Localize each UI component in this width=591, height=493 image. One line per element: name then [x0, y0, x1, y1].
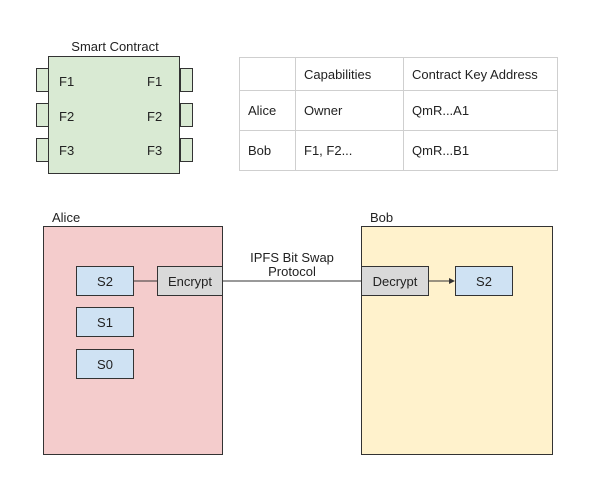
table-cell: QmR...A1	[403, 90, 558, 131]
protocol-label-line-1: IPFS Bit Swap	[250, 250, 334, 265]
table-cell: Bob	[239, 130, 296, 171]
table-row: Bob F1, F2... QmR...B1	[239, 130, 558, 171]
table-cell: Alice	[239, 90, 296, 131]
table-header-cell	[239, 57, 296, 91]
table-cell: QmR...B1	[403, 130, 558, 171]
smart-contract-title: Smart Contract	[71, 39, 159, 54]
bob-container	[361, 226, 553, 455]
table-row: Alice Owner QmR...A1	[239, 90, 558, 131]
table-header-cell: Contract Key Address	[403, 57, 558, 91]
table-cell: F1, F2...	[295, 130, 404, 171]
bob-label: Bob	[370, 210, 394, 225]
contract-port-right-1	[180, 68, 193, 92]
smart-contract-box	[48, 56, 180, 174]
encrypt-box: Encrypt	[157, 266, 223, 296]
contract-function-right: F1	[147, 74, 163, 89]
secret-s0-box: S0	[76, 349, 134, 379]
capabilities-table: Capabilities Contract Key Address Alice …	[239, 57, 558, 171]
contract-function-left: F2	[59, 109, 75, 124]
protocol-label: IPFS Bit Swap Protocol	[240, 251, 344, 279]
arrowhead-icon	[449, 278, 455, 284]
contract-function-right: F2	[147, 109, 163, 124]
contract-port-right-3	[180, 138, 193, 162]
table-cell: Owner	[295, 90, 404, 131]
secret-s1-box: S1	[76, 307, 134, 337]
contract-function-left: F1	[59, 74, 75, 89]
contract-function-left: F3	[59, 143, 75, 158]
alice-label: Alice	[52, 210, 81, 225]
contract-function-right: F3	[147, 143, 163, 158]
alice-container	[43, 226, 223, 455]
contract-port-right-2	[180, 103, 193, 127]
decrypt-box: Decrypt	[361, 266, 429, 296]
protocol-label-line-2: Protocol	[268, 264, 316, 279]
table-header-row: Capabilities Contract Key Address	[239, 57, 558, 91]
secret-s2-box: S2	[76, 266, 134, 296]
received-secret-s2-box: S2	[455, 266, 513, 296]
